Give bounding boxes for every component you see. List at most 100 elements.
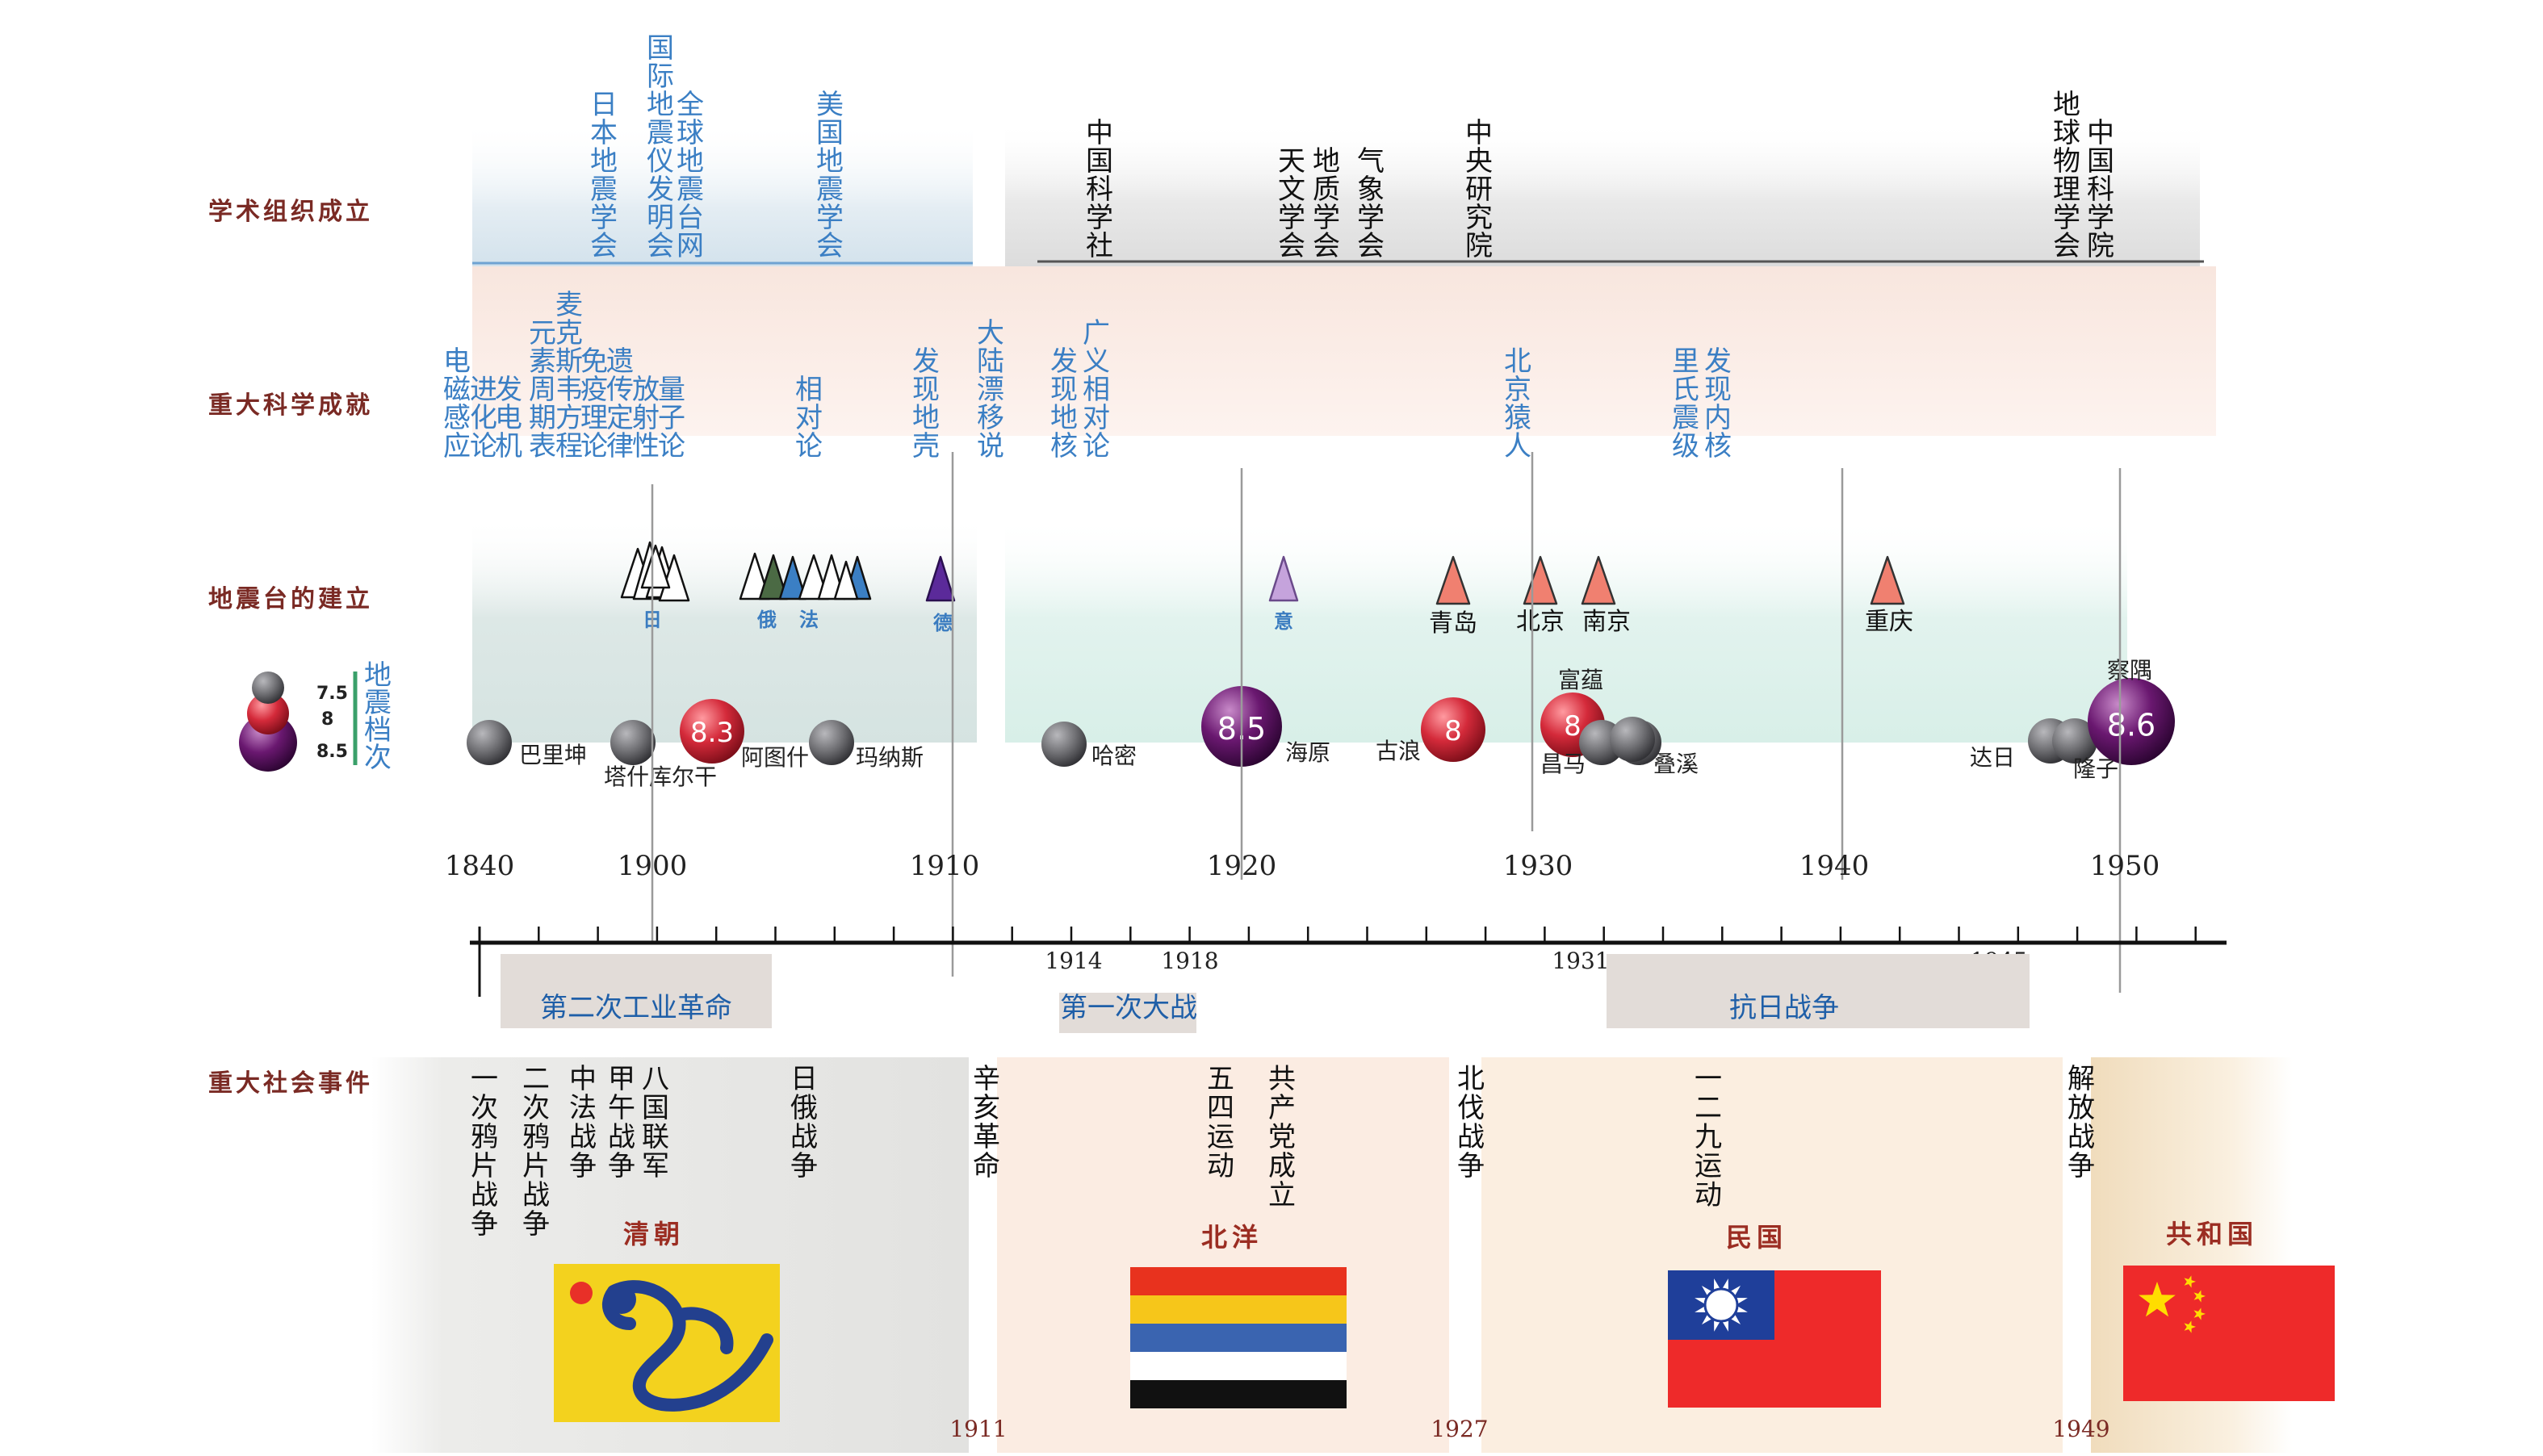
dynasty-label: 北洋 [1201, 1222, 1263, 1253]
science-achievement-char: 说 [977, 430, 1004, 462]
science-achievement-char: 发 [495, 374, 522, 406]
academic-org-char: 气 [1357, 145, 1385, 178]
academic-org-char: 院 [2087, 230, 2114, 262]
science-achievement: 发电机 [495, 374, 522, 462]
social-event-char: 动 [1695, 1179, 1722, 1211]
social-event-char: 辛 [973, 1063, 1000, 1095]
dynasty-label: 民国 [1726, 1222, 1787, 1253]
academic-org-char: 震 [677, 174, 704, 206]
social-event-char: 次 [522, 1092, 550, 1124]
flag-prc-small-star [2184, 1320, 2196, 1333]
legend-sphere-8 [247, 692, 289, 734]
academic-org-char: 学 [1313, 202, 1340, 234]
science-achievement: 放射性 [632, 374, 660, 462]
earthquake-name: 察隅 [2107, 657, 2152, 684]
social-event-char: 争 [1457, 1150, 1485, 1182]
academic-org-char: 质 [1313, 174, 1340, 206]
science-achievement-char: 量 [658, 374, 685, 406]
science-achievement-char: 韦 [555, 374, 583, 406]
social-event-char: 五 [1207, 1063, 1234, 1095]
dynasty-label: 清朝 [623, 1219, 685, 1249]
academic-org-char: 研 [1465, 174, 1493, 206]
science-achievement-char: 发 [1050, 345, 1078, 378]
decade-label: 1840 [445, 850, 515, 882]
station-label: 俄 [756, 609, 777, 631]
academic-org-char: 学 [2053, 202, 2080, 234]
academic-org-char: 会 [1357, 230, 1385, 262]
science-achievement-char: 震 [1672, 402, 1699, 434]
social-event-char: 中 [569, 1063, 597, 1095]
science-achievement-char: 现 [1704, 374, 1732, 406]
academic-org-char: 台 [677, 202, 704, 234]
academic-org-char: 国 [1086, 145, 1113, 178]
academic-org-char: 会 [2053, 230, 2080, 262]
academic-org-char: 会 [816, 230, 844, 262]
science-achievement-char: 克 [555, 317, 583, 349]
legend-level-8-5: 8.5 [316, 742, 348, 762]
academic-org-char: 本 [590, 117, 618, 149]
science-achievement-char: 应 [443, 430, 471, 462]
science-achievement-char: 传 [606, 374, 634, 406]
row-label-science: 重大科学成就 [208, 391, 373, 420]
row-label-stations: 地震台的建立 [208, 585, 373, 613]
academic-org-char: 象 [1357, 174, 1385, 206]
academic-org-char: 天 [1278, 145, 1305, 178]
earthquake-name: 巴里坤 [519, 742, 587, 768]
academic-org-char: 际 [647, 61, 674, 93]
legend-title-char: 震 [364, 687, 392, 719]
science-achievement-char: 论 [580, 430, 608, 462]
science-achievements: 电磁感应进化论发电机元素周期表麦克斯韦方程免疫理论遗传定律放射性量子论相对论发现… [443, 289, 1732, 462]
social-event-char: 法 [569, 1092, 597, 1124]
academic-org-char: 会 [647, 230, 674, 262]
flag-prc-big-star [2139, 1282, 2176, 1317]
earthquake-sphere [1041, 722, 1087, 767]
station-label: 德 [933, 612, 953, 634]
social-event-char: 联 [642, 1121, 669, 1153]
social-event-char: 四 [1207, 1092, 1234, 1124]
decade-label: 1910 [910, 850, 980, 882]
academic-org-char: 社 [1086, 230, 1113, 262]
academic-org-char: 全 [677, 89, 704, 121]
science-achievement-char: 核 [1704, 430, 1732, 462]
science-achievement-char: 表 [529, 430, 556, 462]
academic-org-char: 会 [1313, 230, 1340, 262]
academic-org-char: 会 [1278, 230, 1305, 262]
station-label: 南京 [1582, 608, 1631, 636]
station-triangle [758, 554, 789, 600]
social-event-char: 运 [1207, 1121, 1234, 1153]
earthquake-sphere [467, 720, 512, 765]
earthquake-name: 叠溪 [1653, 751, 1699, 777]
social-event-char: 争 [608, 1150, 635, 1182]
science-achievement: 相对论 [795, 374, 823, 462]
earthquake-sphere [809, 720, 854, 765]
earthquake-name: 哈密 [1091, 743, 1137, 769]
academic-org-char: 物 [2053, 145, 2080, 178]
social-event-char: 军 [642, 1150, 669, 1182]
war-year-label: 1918 [1161, 948, 1218, 974]
academic-org-char: 震 [590, 174, 618, 206]
academic-org-char: 发 [647, 174, 674, 206]
station-triangle [1268, 555, 1299, 602]
academic-band-right [1005, 121, 2200, 266]
earthquake-magnitude: 8 [1444, 715, 1462, 747]
social-event-char: 俄 [790, 1092, 818, 1124]
station-triangle [833, 560, 859, 600]
social-event-char: 争 [569, 1150, 597, 1182]
earthquake-name: 昌马 [1540, 751, 1586, 777]
academic-org-char: 地 [2053, 89, 2080, 121]
academic-org-char: 学 [2087, 202, 2114, 234]
science-achievement-char: 进 [470, 374, 497, 406]
earthquake-name: 达日 [1970, 744, 2015, 771]
earthquake-name: 古浪 [1376, 738, 1421, 764]
academic-org-char: 球 [677, 117, 704, 149]
science-achievement-char: 方 [555, 402, 583, 434]
flag-beiyang-stripe [1130, 1267, 1347, 1295]
science-achievement-char: 定 [606, 402, 634, 434]
